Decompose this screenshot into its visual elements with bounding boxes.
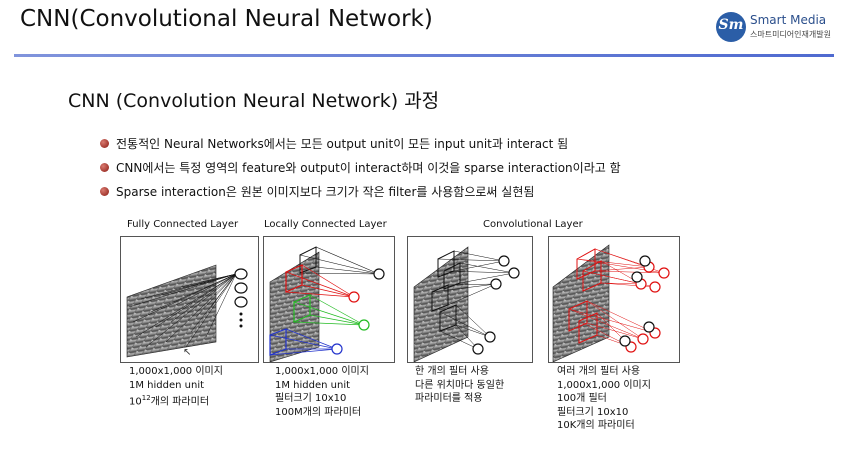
section-title: CNN (Convolution Neural Network) 과정 bbox=[68, 90, 440, 112]
label-fully-connected: Fully Connected Layer bbox=[127, 219, 239, 230]
caption-conv-multi: 여러 개의 필터 사용 1,000x1,000 이미지 100개 필터 필터크기… bbox=[557, 366, 651, 431]
convolutional-single-filter-diagram bbox=[407, 236, 533, 363]
logo-mark-icon: Sm bbox=[716, 12, 746, 42]
logo-subtitle: 스마트미디어인재개발원 bbox=[750, 30, 831, 39]
caption-locally-connected: 1,000x1,000 이미지 1M hidden unit 필터크기 10x1… bbox=[275, 366, 369, 418]
convolutional-multi-filter-diagram bbox=[548, 236, 680, 363]
logo-name: Smart Media bbox=[750, 13, 827, 27]
caption-fully-connected: 1,000x1,000 이미지 1M hidden unit 1012개의 파라… bbox=[129, 366, 223, 408]
page-title: CNN(Convolutional Neural Network) bbox=[20, 6, 433, 32]
label-locally-connected: Locally Connected Layer bbox=[264, 219, 387, 230]
bullet-dot-icon bbox=[100, 163, 109, 172]
smart-media-logo: Sm Smart Media 스마트미디어인재개발원 bbox=[716, 12, 836, 44]
bullet-dot-icon bbox=[100, 187, 109, 196]
caption-conv-single: 한 개의 필터 사용 다른 위치마다 동일한 파라미터를 적용 bbox=[415, 366, 505, 404]
bullet-dot-icon bbox=[100, 139, 109, 148]
header-divider bbox=[14, 54, 834, 57]
mouse-cursor-icon: ↖ bbox=[183, 347, 192, 358]
label-convolutional: Convolutional Layer bbox=[483, 219, 583, 230]
locally-connected-diagram bbox=[263, 236, 395, 363]
fully-connected-diagram bbox=[120, 236, 259, 363]
